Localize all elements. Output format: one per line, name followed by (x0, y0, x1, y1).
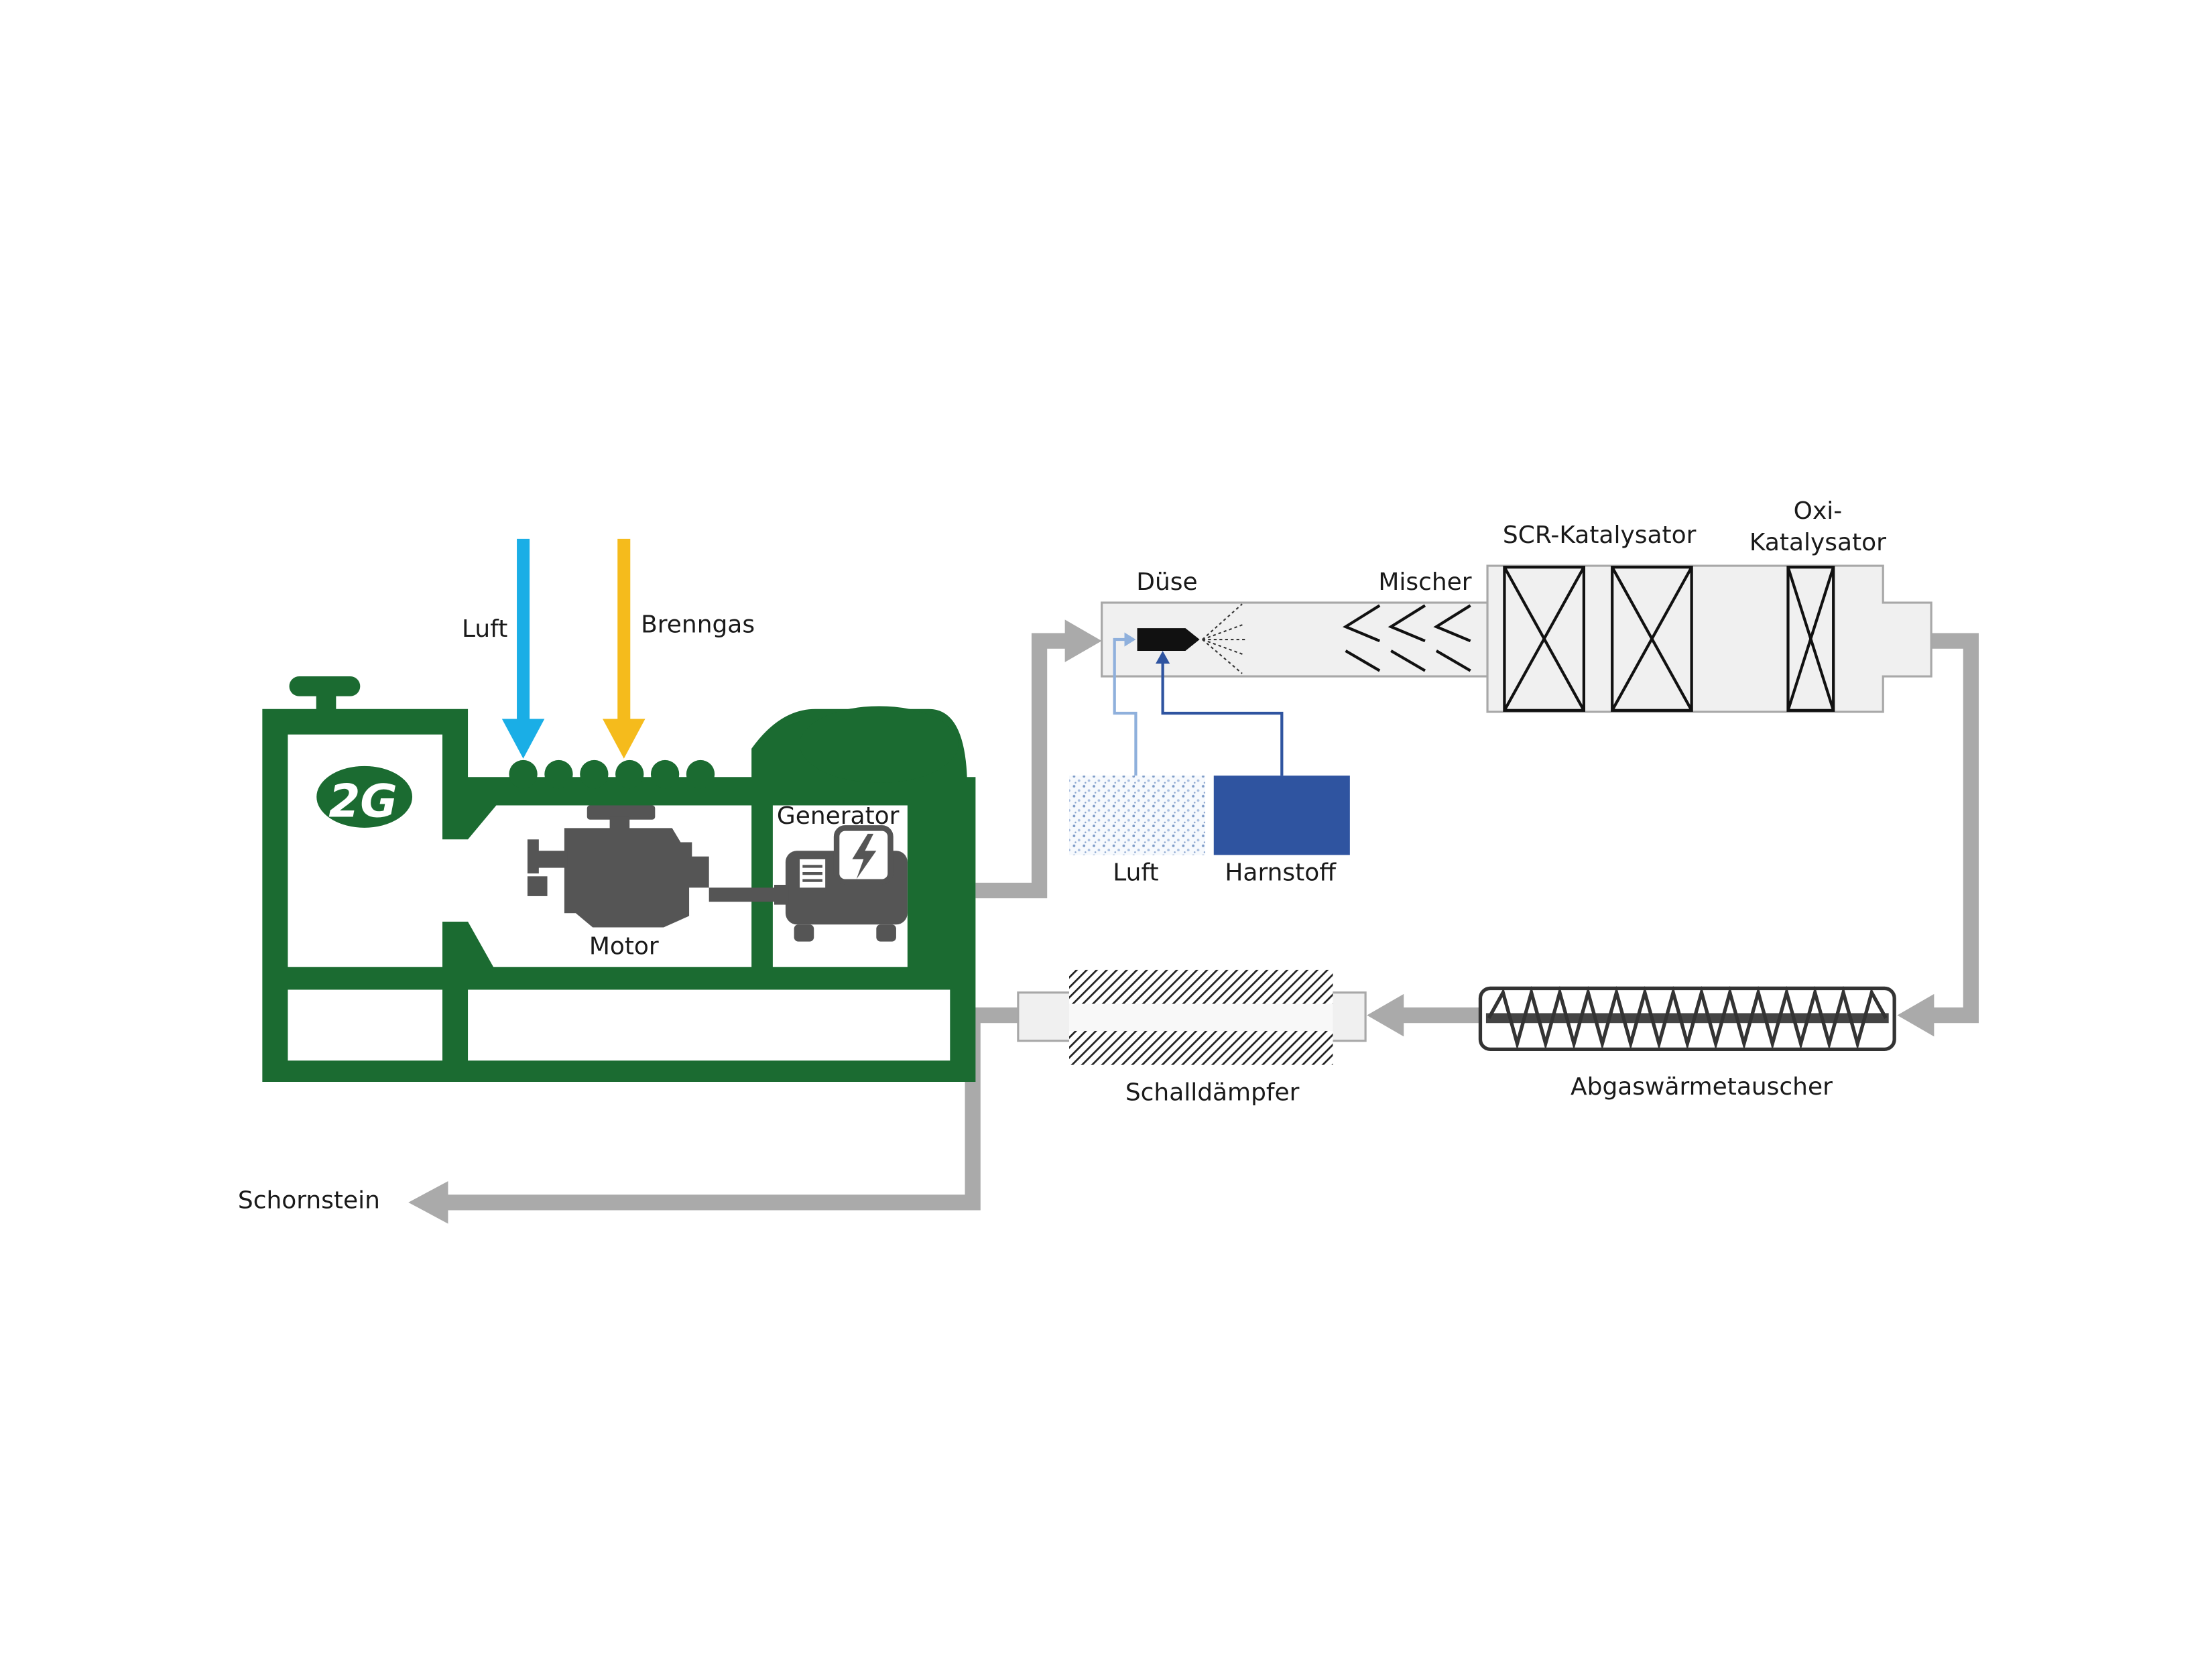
engine-icon (527, 805, 780, 928)
exhaust-piping (442, 633, 1979, 1211)
air-intake-label: Luft (462, 615, 507, 643)
arrowhead-to-chimney (408, 1181, 448, 1224)
pipe-arrowheads (408, 619, 1934, 1224)
fuel-gas-label: Brenngas (641, 611, 755, 638)
oxi-catalyst-label-line2: Katalysator (1749, 529, 1886, 556)
urea-supply-line (1156, 650, 1284, 776)
arrowhead-to-heat-exchanger (1897, 993, 1934, 1037)
arrowhead-to-muffler (1367, 993, 1404, 1037)
air-tank (1069, 776, 1206, 855)
mixer-blades (1342, 604, 1471, 672)
cylinder-heads (509, 759, 715, 789)
logo-2g: 2G ® (312, 762, 422, 832)
fuel-gas-arrow (603, 538, 646, 759)
logo-text: 2G (328, 774, 397, 827)
motor-label: Motor (589, 933, 659, 961)
arrowhead-to-nozzle (1064, 619, 1102, 662)
oxi-catalyst-block (1786, 566, 1835, 712)
urea-tank-label: Harnstoff (1225, 859, 1337, 887)
exhaust-stem (316, 692, 336, 712)
muffler (1017, 969, 1367, 1065)
generator-label: Generator (777, 802, 900, 830)
nozzle-label: Düse (1136, 568, 1197, 596)
chp-unit: 2G ® Generator Motor (262, 676, 976, 1083)
generator-icon (774, 825, 908, 942)
scr-catalyst-label: SCR-Katalysator (1503, 521, 1697, 549)
exhaust-cap (289, 676, 361, 696)
air-supply-line (1113, 632, 1138, 776)
air-intake-arrow (501, 538, 545, 759)
chimney-label: Schornstein (238, 1186, 380, 1214)
pipe-engine-to-nozzle (975, 633, 1071, 899)
heat-exchanger-label: Abgaswärmetauscher (1571, 1073, 1833, 1101)
catalyst-housing (1486, 564, 1932, 713)
oxi-catalyst-label-line1: Oxi- (1794, 497, 1843, 525)
pipe-catalyst-to-heat-exchanger (1931, 633, 1979, 1024)
scr-catalyst-blocks (1503, 566, 1693, 712)
muffler-label: Schalldämpfer (1125, 1079, 1300, 1107)
pipe-muffler-to-chimney (442, 1007, 1018, 1211)
aftertreatment-duct (1101, 564, 1932, 713)
registered-mark: ® (411, 763, 422, 777)
nozzle-icon (1137, 603, 1248, 674)
generator-housing-dome (800, 706, 959, 783)
heat-exchanger (1478, 985, 1896, 1052)
heat-exchanger-coil (1487, 985, 1888, 1050)
engine-housing (262, 709, 976, 1083)
air-tank-label: Luft (1113, 859, 1158, 887)
urea-tank (1213, 776, 1350, 855)
mixer-label: Mischer (1378, 568, 1471, 596)
